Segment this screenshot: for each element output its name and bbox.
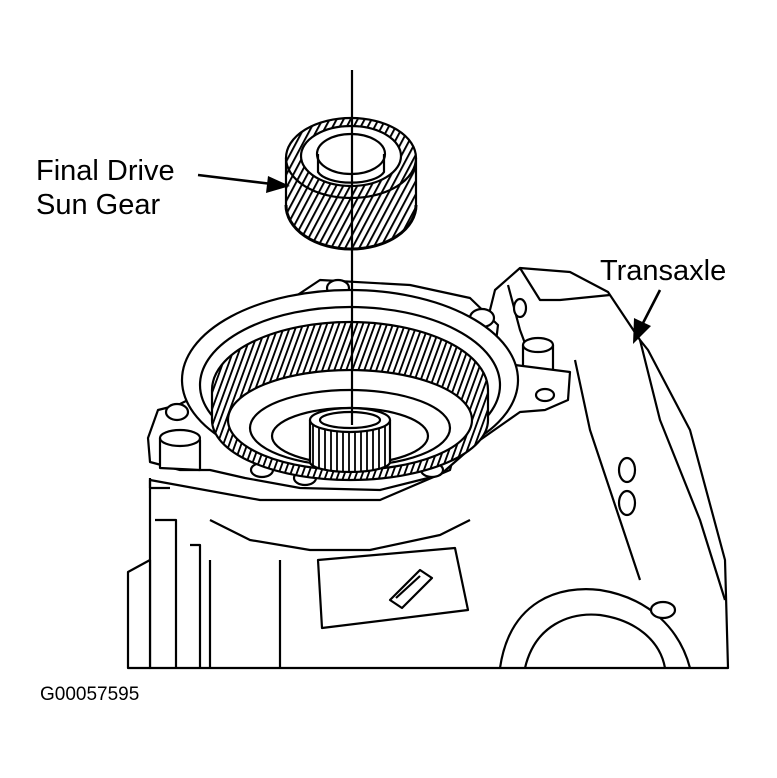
case-flange	[146, 278, 572, 492]
transaxle-label: Transaxle	[600, 255, 727, 287]
figure-code: G00057595	[40, 684, 140, 705]
sun-gear-label-line1: Final Drive	[36, 155, 175, 187]
sun-gear-leader	[197, 173, 290, 193]
sun-gear-label-line2: Sun Gear	[36, 189, 161, 221]
transaxle-leader	[633, 289, 662, 344]
